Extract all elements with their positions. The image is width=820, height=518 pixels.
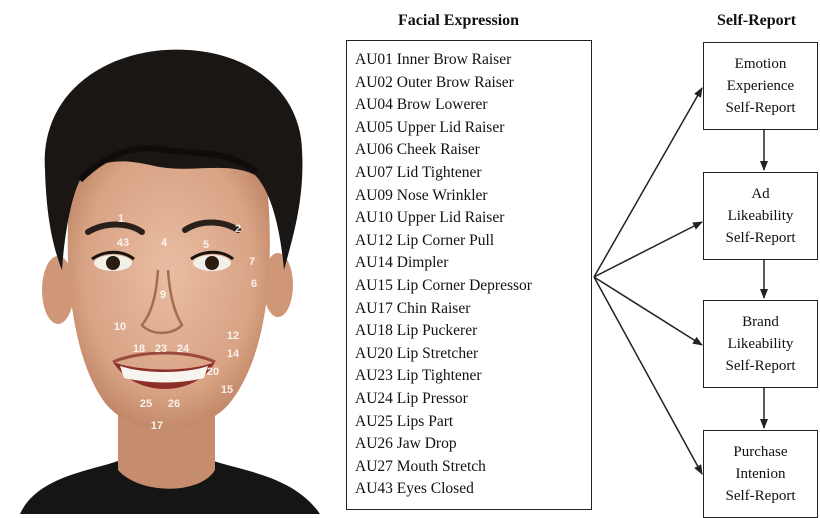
face-marker-23: 23 (155, 343, 167, 355)
self-report-heading: Self-Report (717, 12, 796, 30)
face-marker-4: 4 (161, 237, 168, 249)
face-marker-2: 2 (235, 223, 241, 235)
action-unit-item: AU18 Lip Puckerer (355, 320, 591, 343)
action-unit-item: AU07 Lid Tightener (355, 162, 591, 185)
face-marker-43: 43 (117, 237, 129, 249)
action-unit-item: AU24 Lip Pressor (355, 388, 591, 411)
ad-likeability-box: Ad Likeability Self-Report (703, 172, 818, 260)
emotion-experience-box: Emotion Experience Self-Report (703, 42, 818, 130)
purchase-intention-label: Purchase Intenion Self-Report (726, 441, 796, 507)
arrow-to-brand-likeability (594, 277, 702, 345)
action-unit-item: AU06 Cheek Raiser (355, 139, 591, 162)
face-marker-18: 18 (133, 343, 145, 355)
action-unit-item: AU05 Upper Lid Raiser (355, 117, 591, 140)
action-unit-list: AU01 Inner Brow RaiserAU02 Outer Brow Ra… (346, 40, 592, 510)
face-photo: 1243457691012182324142015252617 (0, 0, 340, 514)
facial-expression-heading: Facial Expression (398, 12, 519, 30)
action-unit-item: AU10 Upper Lid Raiser (355, 207, 591, 230)
face-marker-26: 26 (168, 398, 180, 410)
action-unit-item: AU27 Mouth Stretch (355, 456, 591, 479)
action-unit-item: AU14 Dimpler (355, 252, 591, 275)
face-marker-5: 5 (203, 239, 209, 251)
face-marker-9: 9 (160, 289, 166, 301)
face-marker-24: 24 (177, 343, 190, 355)
face-marker-25: 25 (140, 398, 152, 410)
face-marker-17: 17 (151, 420, 163, 432)
action-unit-item: AU26 Jaw Drop (355, 433, 591, 456)
arrow-to-ad-likeability (594, 222, 702, 277)
action-unit-item: AU01 Inner Brow Raiser (355, 49, 591, 72)
face-marker-1: 1 (118, 213, 124, 225)
action-unit-item: AU15 Lip Corner Depressor (355, 275, 591, 298)
action-unit-item: AU17 Chin Raiser (355, 298, 591, 321)
ad-likeability-label: Ad Likeability Self-Report (726, 183, 796, 249)
action-unit-item: AU09 Nose Wrinkler (355, 185, 591, 208)
face-marker-20: 20 (207, 366, 219, 378)
action-unit-item: AU43 Eyes Closed (355, 478, 591, 501)
face-marker-14: 14 (227, 348, 240, 360)
arrow-to-emotion-experience (594, 88, 702, 277)
brand-likeability-box: Brand Likeability Self-Report (703, 300, 818, 388)
action-unit-item: AU12 Lip Corner Pull (355, 230, 591, 253)
action-unit-item: AU23 Lip Tightener (355, 365, 591, 388)
action-unit-item: AU25 Lips Part (355, 411, 591, 434)
face-marker-15: 15 (221, 384, 233, 396)
face-marker-10: 10 (114, 321, 126, 333)
emotion-experience-label: Emotion Experience Self-Report (726, 53, 796, 119)
face-marker-12: 12 (227, 330, 239, 342)
face-marker-7: 7 (249, 256, 255, 268)
arrow-to-purchase-intention (594, 277, 702, 474)
action-unit-item: AU04 Brow Lowerer (355, 94, 591, 117)
action-unit-item: AU02 Outer Brow Raiser (355, 72, 591, 95)
purchase-intention-box: Purchase Intenion Self-Report (703, 430, 818, 518)
face-marker-6: 6 (251, 278, 257, 290)
action-unit-item: AU20 Lip Stretcher (355, 343, 591, 366)
brand-likeability-label: Brand Likeability Self-Report (726, 311, 796, 377)
